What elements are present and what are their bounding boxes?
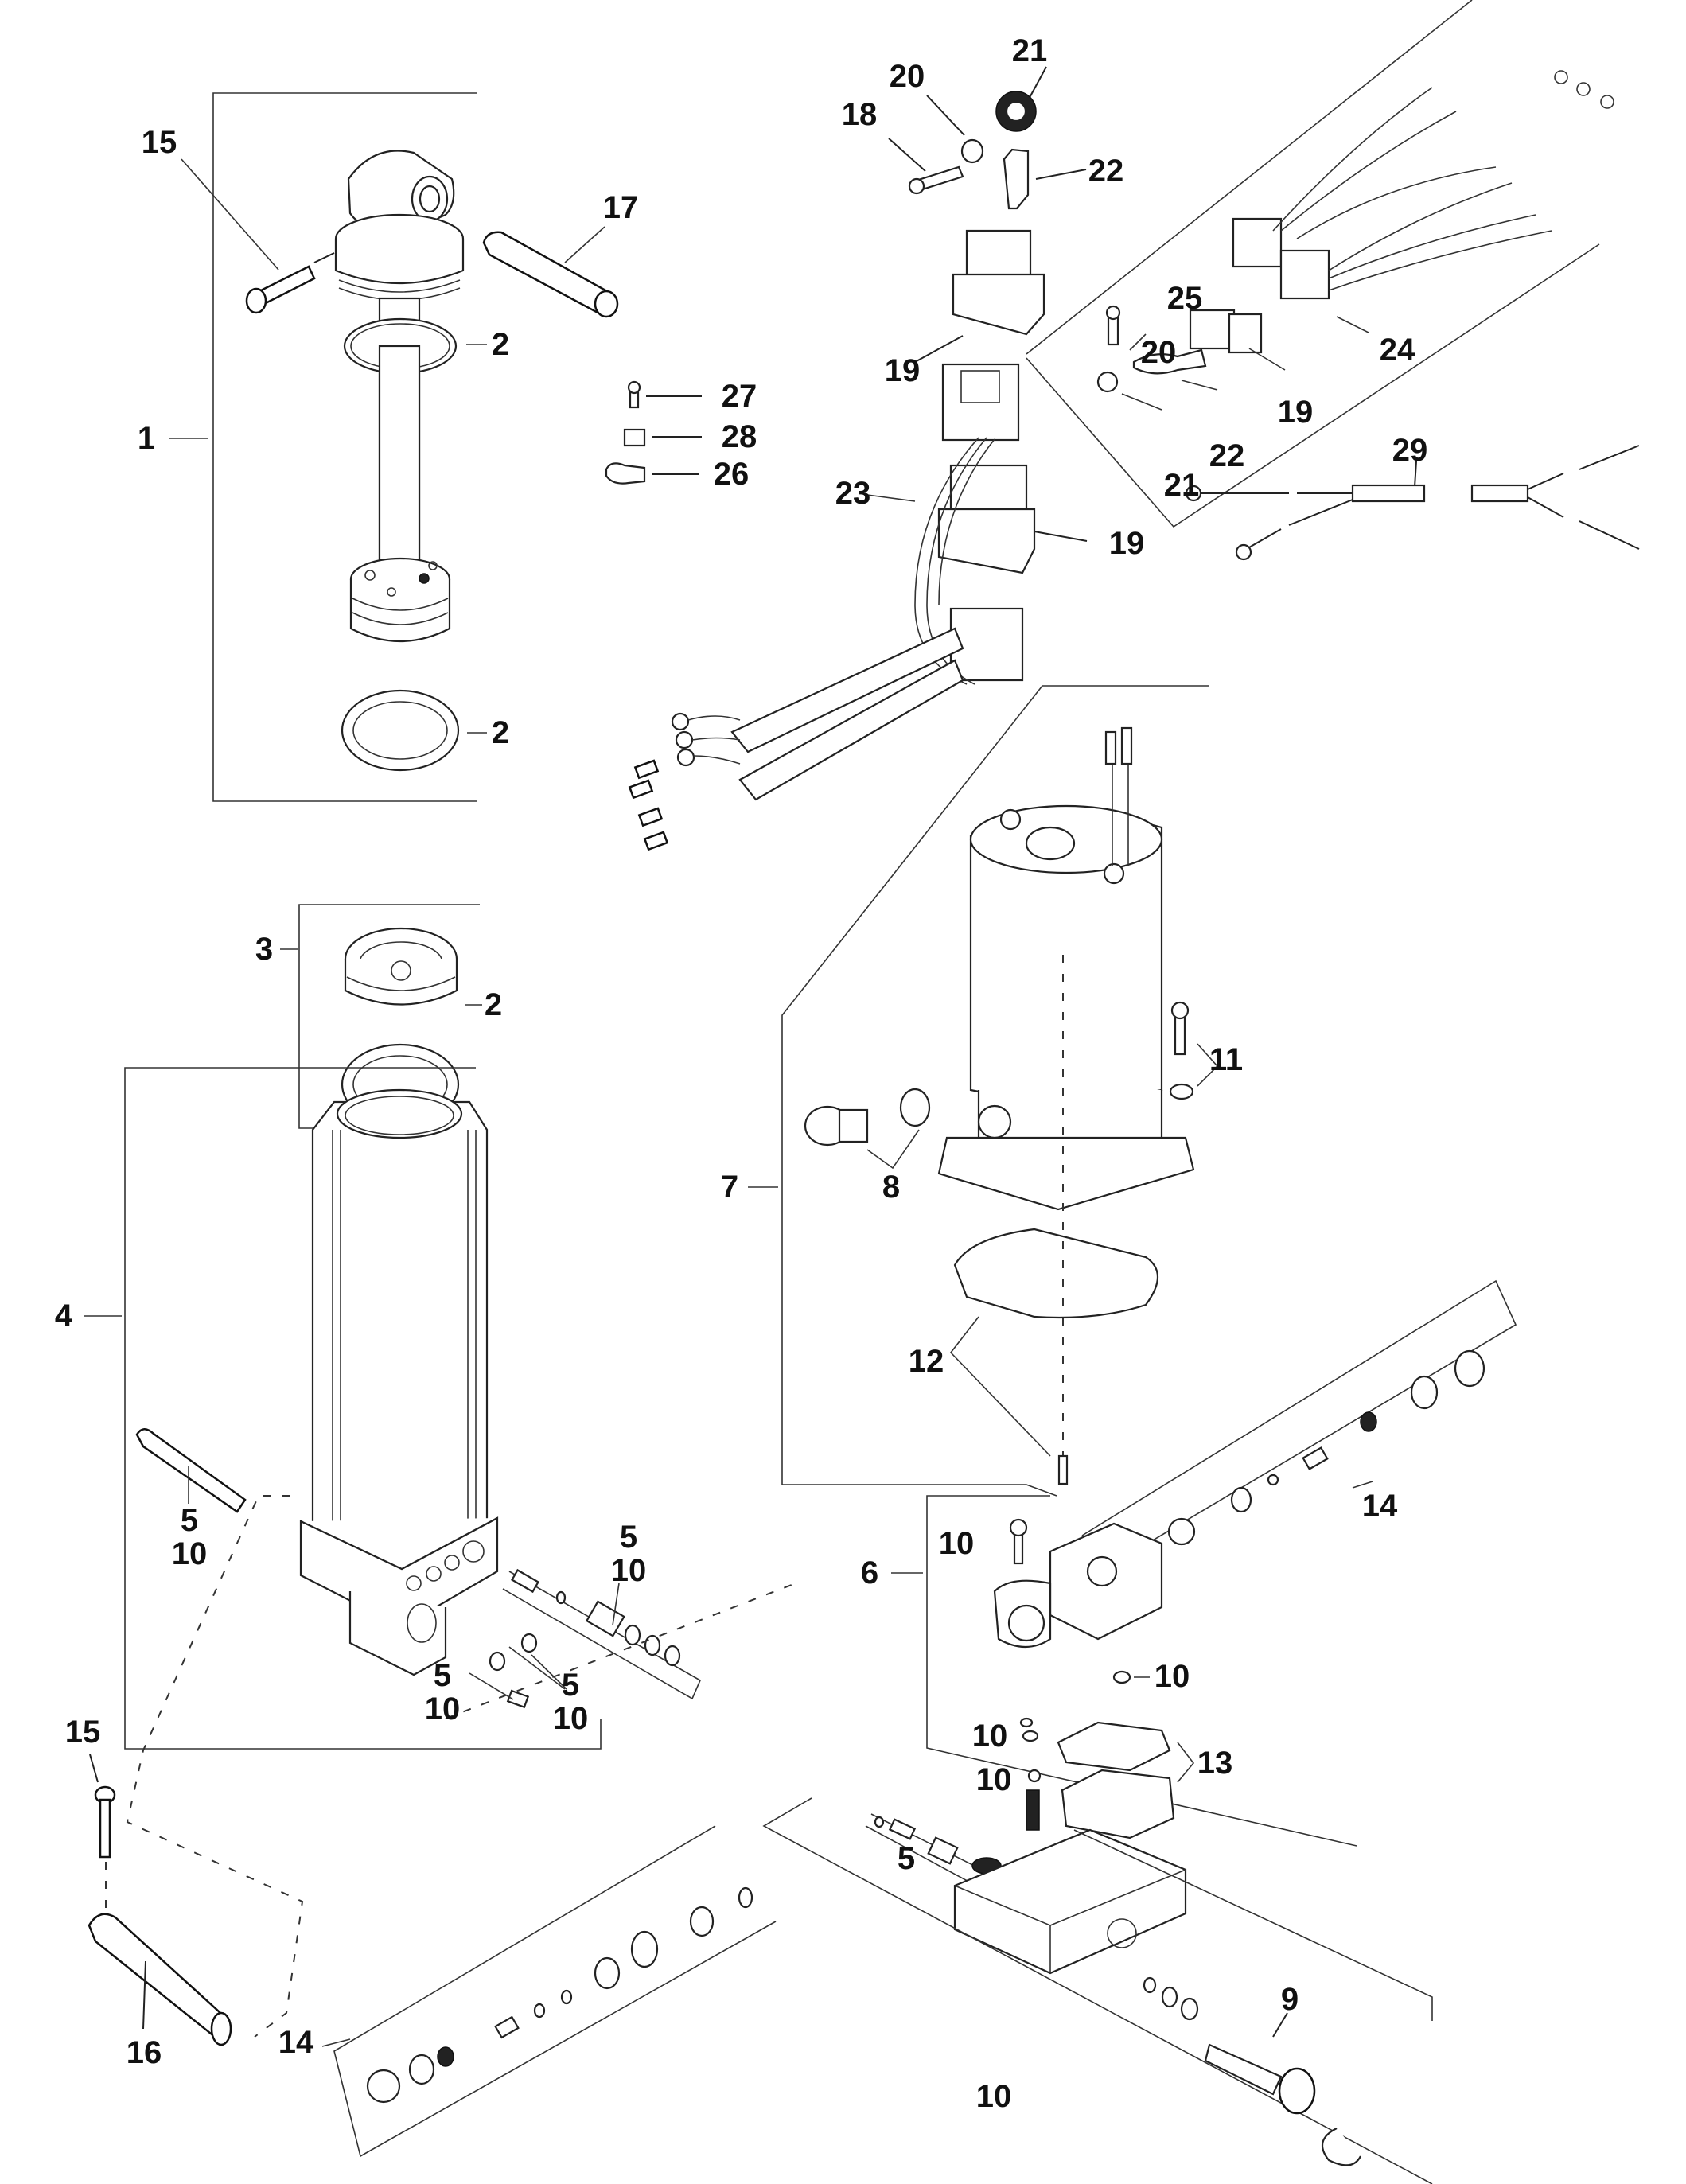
callout-7: 7: [720, 1170, 739, 1205]
valve-kit-14-lower: [321, 1825, 777, 2158]
callout-23: 23: [835, 476, 871, 511]
callout-27: 27: [721, 379, 757, 414]
alignment-dashed-lines: [126, 1495, 304, 2038]
manifold-block: [762, 1797, 1433, 2184]
clip-parts-26-27-28: [605, 380, 702, 485]
callout-24: 24: [1379, 333, 1415, 368]
harness-24: [1232, 70, 1614, 333]
frame-4-bracket: [84, 1067, 602, 1750]
callout-5-10-b-top: 5: [619, 1520, 638, 1555]
pump-motor: [937, 726, 1195, 1211]
callout-21-b: 21: [1163, 468, 1200, 503]
callout-2-c: 2: [484, 987, 503, 1022]
cap-part: [344, 927, 458, 1006]
callout-5-10-c: 5 10: [425, 1659, 461, 1726]
callout-21-a: 21: [1011, 33, 1048, 68]
callout-5-10-a-top: 5: [180, 1503, 199, 1538]
callout-10-c: 10: [971, 1719, 1008, 1754]
callout-19-b: 19: [1108, 526, 1145, 561]
callout-5-10-a-bottom: 10: [171, 1536, 208, 1571]
callout-5-10-c-top: 5: [433, 1658, 452, 1693]
cylinder-part: [299, 1088, 499, 1676]
callout-10-d: 10: [975, 1762, 1012, 1797]
relay-hardware-top: [888, 66, 1087, 210]
callout-2-a: 2: [491, 327, 510, 362]
harness-23: [628, 363, 1088, 851]
o-ring-2b: [341, 689, 460, 772]
callout-5-10-d: 5 10: [553, 1668, 589, 1735]
callout-18: 18: [841, 97, 878, 132]
callout-5-10-d-top: 5: [561, 1668, 580, 1703]
adapter-harness-29: [1185, 445, 1640, 561]
callout-1: 1: [137, 421, 156, 456]
callout-26: 26: [713, 457, 750, 492]
callout-5-10-d-bottom: 10: [552, 1701, 589, 1736]
valve-kit-14-upper: [1081, 1279, 1517, 1564]
manual-release-valve-9: [1204, 2012, 1361, 2166]
callout-20-a: 20: [889, 59, 925, 94]
callout-5: 5: [897, 1841, 916, 1876]
callout-20-b: 20: [1140, 335, 1177, 370]
alt-hardware: [1096, 305, 1218, 411]
callout-11: 11: [1209, 1042, 1244, 1077]
filter-seal-13: [1019, 1717, 1195, 1839]
callout-13: 13: [1197, 1746, 1233, 1781]
callout-8: 8: [882, 1170, 901, 1205]
harness-24-frame: [1026, 0, 1600, 528]
callout-5-10-b: 5 10: [611, 1520, 647, 1587]
callout-22-a: 22: [1088, 154, 1124, 189]
gasket-12: [949, 955, 1158, 1485]
callout-15-lower: 15: [64, 1715, 101, 1750]
relay-19-top: [914, 229, 1045, 363]
frame-1-bracket: [169, 92, 477, 802]
bolt-15-lower: [89, 1754, 116, 1908]
screw-washer-11: [1169, 1001, 1219, 1100]
callout-14-lower: 14: [278, 2025, 314, 2060]
callout-3: 3: [255, 932, 274, 967]
trim-ram-part: [334, 150, 465, 643]
callout-19-a: 19: [884, 353, 921, 388]
callout-16: 16: [126, 2035, 162, 2070]
frame-7-bracket: [748, 685, 1209, 1497]
callout-5-10-b-bottom: 10: [610, 1553, 647, 1588]
bolt-15-top: [181, 158, 335, 314]
pump-body-6: [891, 1495, 1357, 1847]
callout-22-b: 22: [1209, 438, 1245, 473]
callout-10-b: 10: [1154, 1659, 1190, 1694]
callout-5-10-c-bottom: 10: [424, 1692, 461, 1727]
callout-6: 6: [860, 1555, 879, 1590]
callout-29: 29: [1392, 433, 1428, 468]
callout-4: 4: [54, 1298, 73, 1333]
callout-10-a: 10: [938, 1526, 975, 1561]
relay-19-alt: [1189, 309, 1286, 371]
callout-19-c: 19: [1277, 395, 1314, 430]
pin-16: [88, 1913, 232, 2046]
fill-plug-8: [804, 1088, 931, 1170]
pin-17: [482, 226, 619, 318]
callout-14-upper: 14: [1361, 1489, 1398, 1524]
callout-5-10-a: 5 10: [172, 1504, 208, 1571]
callout-25: 25: [1166, 281, 1203, 316]
callout-9: 9: [1280, 1982, 1299, 2017]
callout-17: 17: [602, 190, 639, 225]
bolt-5-10: [135, 1428, 247, 1513]
callout-15-top: 15: [141, 125, 177, 160]
callout-10-e: 10: [975, 2079, 1012, 2114]
callout-28: 28: [721, 419, 757, 454]
callout-12: 12: [908, 1344, 944, 1379]
callout-2-b: 2: [491, 715, 510, 750]
